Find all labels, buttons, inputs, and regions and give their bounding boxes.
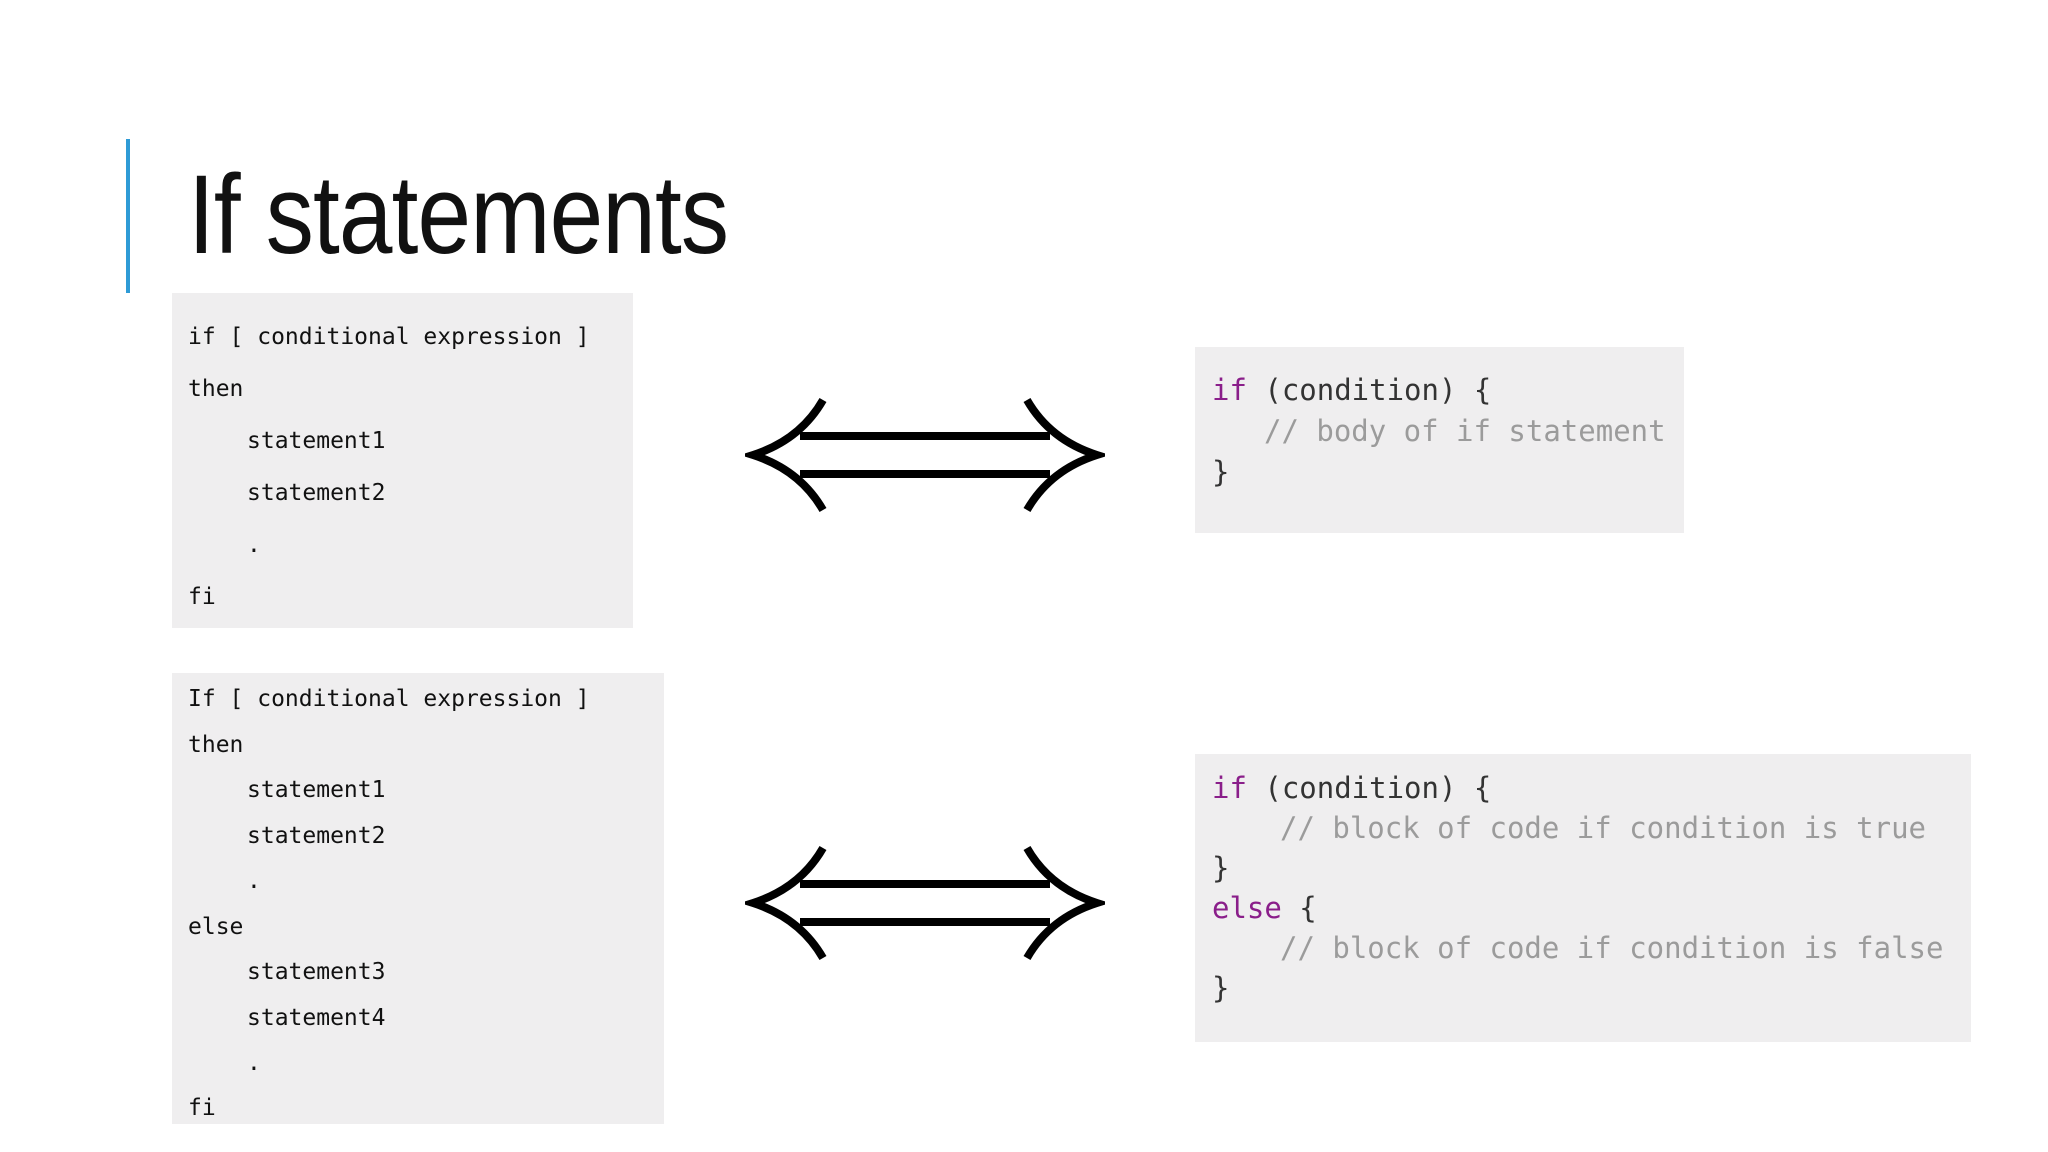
- code-line: .: [247, 1050, 261, 1076]
- keyword-else: else: [1212, 891, 1282, 925]
- code-line: if (condition) {: [1195, 373, 1491, 407]
- double-headed-arrow-icon: [745, 845, 1105, 961]
- title-accent-bar: [126, 139, 130, 293]
- code-line: statement1: [247, 428, 386, 454]
- code-line: If [ conditional expression ]: [188, 686, 590, 712]
- code-line: fi: [188, 584, 216, 610]
- code-line: }: [1212, 455, 1230, 489]
- code-line: .: [247, 868, 261, 894]
- else-brace: {: [1281, 891, 1317, 925]
- code-line: fi: [188, 1095, 216, 1121]
- code-line: statement2: [247, 823, 386, 849]
- double-headed-arrow-icon: [745, 397, 1105, 513]
- code-line: statement4: [247, 1005, 386, 1031]
- code-line: then: [188, 732, 244, 758]
- code-line: statement3: [247, 959, 386, 985]
- code-line: else {: [1195, 891, 1317, 925]
- code-line: .: [247, 532, 261, 558]
- code-line: else: [188, 914, 244, 940]
- c-if-code-block: if (condition) { // body of if statement…: [1195, 347, 1684, 533]
- code-line: }: [1212, 971, 1230, 1005]
- code-line: if [ conditional expression ]: [188, 324, 590, 350]
- code-comment: // block of code if condition is true: [1280, 811, 1927, 845]
- code-line: statement2: [247, 480, 386, 506]
- code-comment: // block of code if condition is false: [1280, 931, 1944, 965]
- slide-title: If statements: [188, 152, 729, 277]
- code-line: statement1: [247, 777, 386, 803]
- keyword-if: if: [1212, 771, 1247, 805]
- code-comment: // body of if statement: [1264, 414, 1666, 448]
- c-if-else-code-block: if (condition) { // block of code if con…: [1195, 754, 1971, 1042]
- code-line: }: [1212, 851, 1230, 885]
- condition-text: (condition) {: [1246, 771, 1492, 805]
- bash-if-code-block: if [ conditional expression ] then state…: [172, 293, 633, 628]
- condition-text: (condition) {: [1246, 373, 1492, 407]
- bash-if-else-code-block: If [ conditional expression ] then state…: [172, 673, 664, 1124]
- code-line: then: [188, 376, 244, 402]
- keyword-if: if: [1212, 373, 1247, 407]
- code-line: if (condition) {: [1195, 771, 1491, 805]
